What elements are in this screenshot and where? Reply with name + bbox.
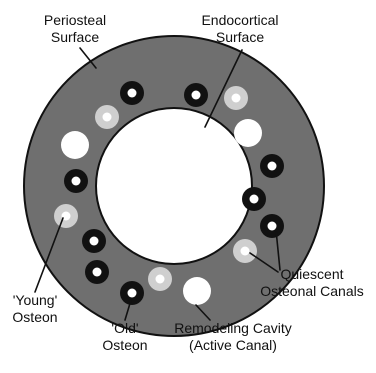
remodeling-cavity-mark	[183, 277, 211, 305]
young-line-1: 'Young'	[8, 292, 62, 309]
haversian-canal-mark	[192, 91, 201, 100]
haversian-canal-mark	[241, 247, 250, 256]
periosteal-surface-label: Periosteal Surface	[32, 12, 118, 46]
haversian-canal-mark	[250, 195, 259, 204]
quiescent-osteonal-canals-label: Quiescent Osteonal Canals	[252, 266, 372, 300]
haversian-canal-mark	[103, 113, 112, 122]
haversian-canal-mark	[128, 289, 137, 298]
haversian-canal-mark	[232, 94, 241, 103]
haversian-canal-mark	[268, 222, 277, 231]
haversian-canal-mark	[156, 275, 165, 284]
haversian-canal-mark	[93, 268, 102, 277]
remodeling-cavity-mark	[61, 131, 89, 159]
haversian-canal-mark	[90, 237, 99, 246]
remodeling-line-2: (Active Canal)	[164, 337, 302, 354]
remodeling-cavity-label: Remodeling Cavity (Active Canal)	[164, 320, 302, 354]
old-line-2: Osteon	[101, 337, 149, 354]
young-line-2: Osteon	[8, 309, 62, 326]
old-line-1: 'Old'	[101, 320, 149, 337]
haversian-canal-mark	[72, 177, 81, 186]
endocortical-surface-label: Endocortical Surface	[184, 12, 296, 46]
endocortical-line-2: Surface	[184, 29, 296, 46]
young-osteon-label: 'Young' Osteon	[8, 292, 62, 326]
remodeling-line-1: Remodeling Cavity	[164, 320, 302, 337]
quiescent-line-2: Osteonal Canals	[252, 283, 372, 300]
periosteal-line-2: Surface	[32, 29, 118, 46]
haversian-canal-mark	[128, 89, 137, 98]
old-osteon-label: 'Old' Osteon	[101, 320, 149, 354]
endocortical-line-1: Endocortical	[184, 12, 296, 29]
endocortical-surface	[96, 108, 252, 264]
remodeling-cavity-mark	[234, 119, 262, 147]
quiescent-line-1: Quiescent	[252, 266, 372, 283]
periosteal-line-1: Periosteal	[32, 12, 118, 29]
haversian-canal-mark	[268, 162, 277, 171]
